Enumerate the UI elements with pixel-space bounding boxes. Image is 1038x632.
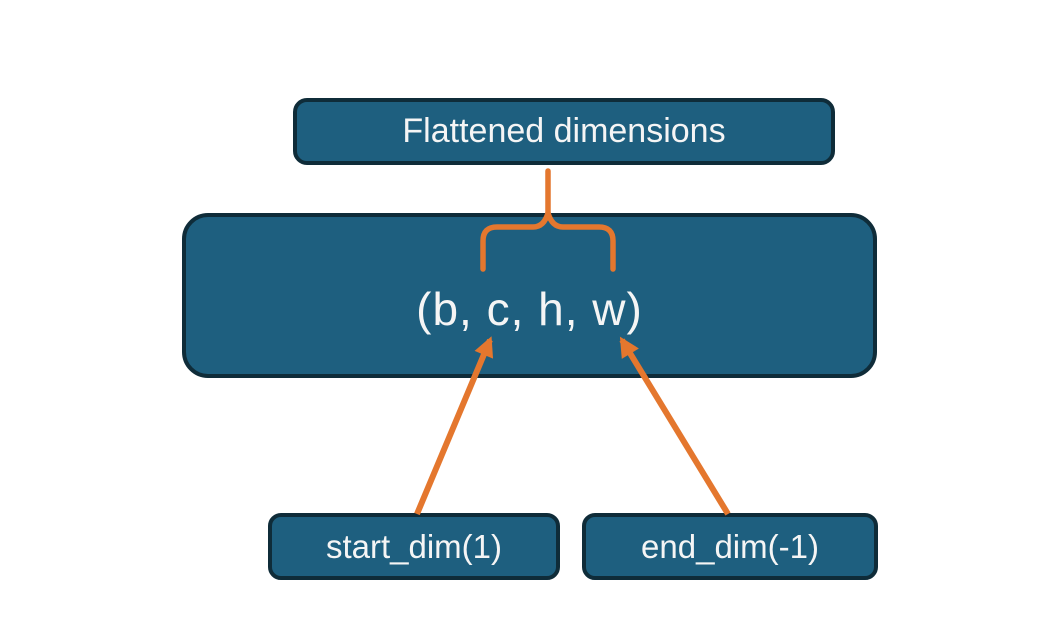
tensor-shape-box: (b, c, h, w) [182, 213, 877, 378]
flattened-dimensions-box: Flattened dimensions [293, 98, 835, 165]
start-dim-label: start_dim(1) [325, 527, 503, 565]
end-dim-label: end_dim(-1) [641, 527, 819, 565]
tensor-shape-label: (b, c, h, w) [416, 282, 643, 335]
start-dim-box: start_dim(1) [268, 513, 560, 580]
end-dim-box: end_dim(-1) [582, 513, 878, 580]
flattened-dimensions-label: Flattened dimensions [402, 112, 726, 150]
